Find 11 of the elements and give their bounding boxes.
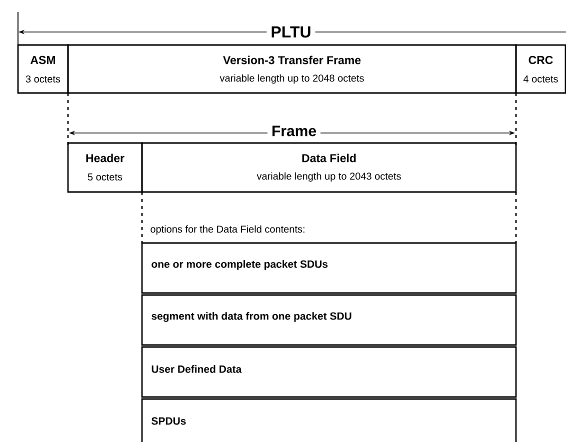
field-cell: CRC 4 octets: [515, 44, 566, 94]
dimension-label: PLTU: [266, 25, 316, 39]
option-box: User Defined Data: [141, 346, 517, 398]
field-cell: Version-3 Transfer Frame variable length up to 2048 octets: [67, 44, 517, 94]
field-cell: ASM 3 octets: [17, 44, 69, 94]
option-box: segment with data from one packet SDU: [141, 294, 517, 346]
field-cell: Header 5 octets: [67, 142, 143, 193]
field-cell: Data Field variable length up to 2043 octets: [141, 142, 517, 193]
option-box: SPDUs: [141, 398, 517, 442]
option-box: one or more complete packet SDUs: [141, 242, 517, 294]
dimension-label: Frame: [268, 124, 320, 138]
